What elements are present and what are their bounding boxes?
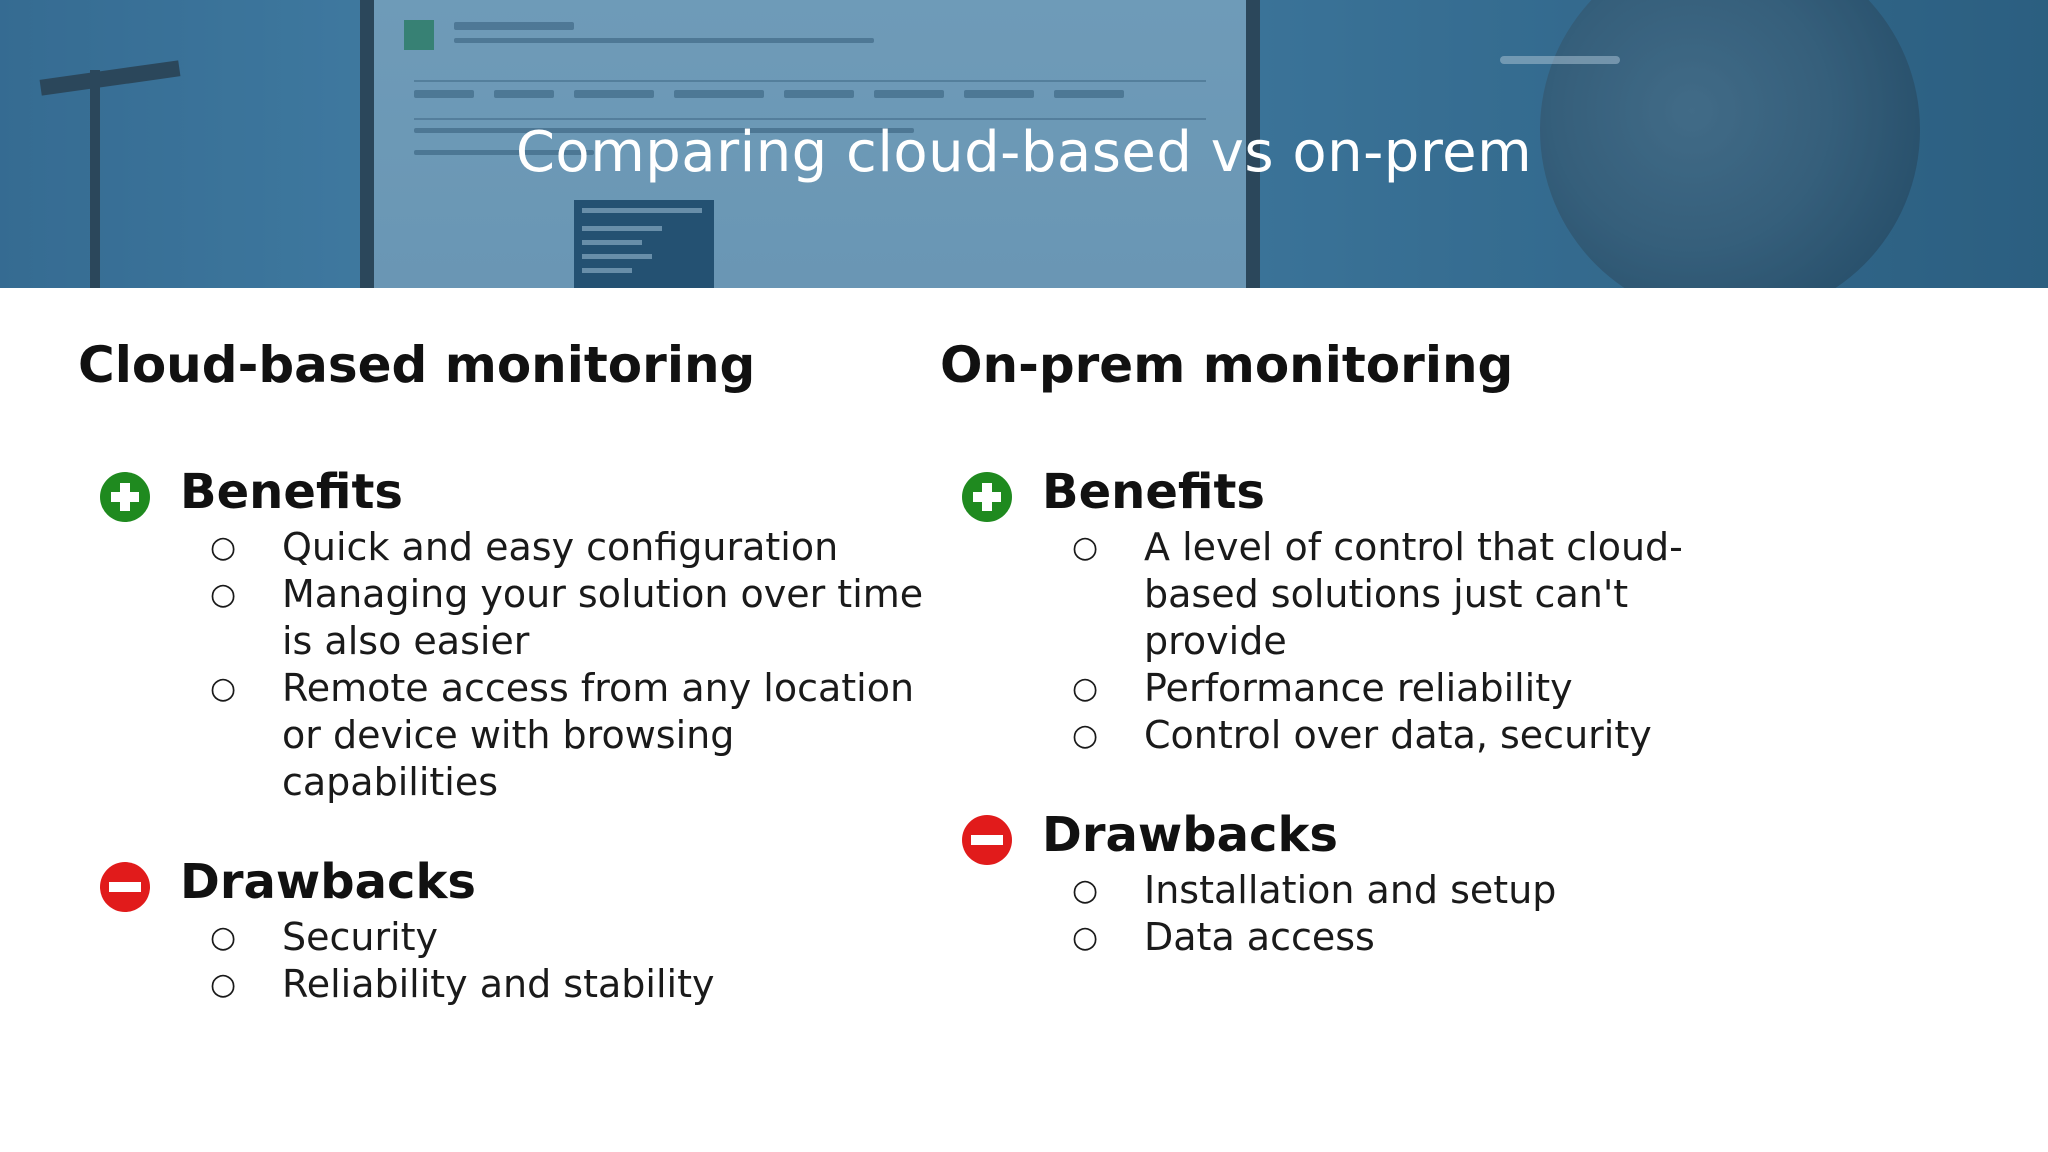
cloud-based-column: Cloud-based monitoring Benefits ○Quick a… (78, 330, 938, 1006)
list-item: ○Quick and easy configuration (210, 525, 839, 569)
cloud-benefits-list: ○Quick and easy configuration ○Managing … (100, 524, 930, 806)
on-prem-heading: On-prem monitoring (940, 336, 1514, 394)
banner-background-person (1540, 0, 1920, 288)
banner-background-glasses (1500, 56, 1620, 64)
on-prem-column: On-prem monitoring Benefits ○A level of … (940, 330, 1960, 959)
list-item: ○Security (210, 915, 439, 959)
cloud-benefits-section: Benefits ○Quick and easy configuration ○… (100, 460, 930, 806)
list-item: ○Installation and setup (1072, 868, 1557, 912)
on-prem-drawbacks-section: Drawbacks ○Installation and setup ○Data … (962, 803, 1702, 961)
cloud-benefits-title: Benefits (180, 464, 403, 520)
plus-circle-icon (100, 472, 150, 522)
minus-circle-icon (100, 862, 150, 912)
on-prem-benefits-section: Benefits ○A level of control that cloud-… (962, 460, 1702, 759)
plus-circle-icon (962, 472, 1012, 522)
list-item: ○Data access (1072, 915, 1375, 959)
banner-background-monitor (360, 0, 1260, 288)
slide-title: Comparing cloud-based vs on-prem (515, 120, 1533, 185)
cloud-drawbacks-list: ○Security ○Reliability and stability (100, 914, 930, 1008)
list-item: ○A level of control that cloud-based sol… (1072, 525, 1683, 663)
list-item: ○Control over data, security (1072, 713, 1652, 757)
header-banner: Comparing cloud-based vs on-prem (0, 0, 2048, 288)
on-prem-benefits-list: ○A level of control that cloud-based sol… (962, 524, 1702, 759)
cloud-based-heading: Cloud-based monitoring (78, 336, 756, 394)
banner-background-stand (39, 40, 181, 288)
minus-circle-icon (962, 815, 1012, 865)
list-item: ○Reliability and stability (210, 962, 715, 1006)
on-prem-drawbacks-list: ○Installation and setup ○Data access (962, 867, 1702, 961)
cloud-drawbacks-title: Drawbacks (180, 854, 476, 910)
cloud-drawbacks-section: Drawbacks ○Security ○Reliability and sta… (100, 850, 930, 1008)
list-item: ○Remote access from any location or devi… (210, 666, 915, 804)
list-item: ○Managing your solution over time is als… (210, 572, 924, 663)
on-prem-benefits-title: Benefits (1042, 464, 1265, 520)
on-prem-drawbacks-title: Drawbacks (1042, 807, 1338, 863)
list-item: ○Performance reliability (1072, 666, 1573, 710)
